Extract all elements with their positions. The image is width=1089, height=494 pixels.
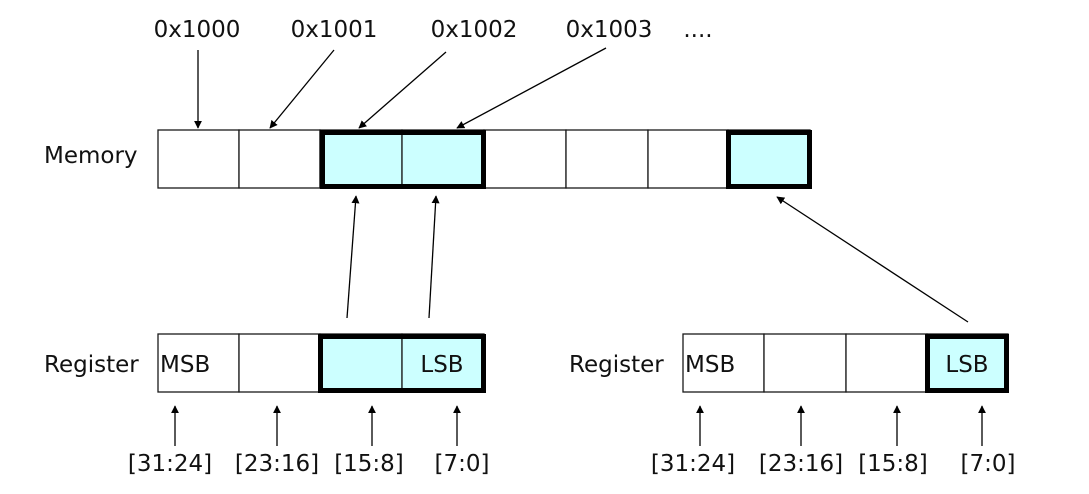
address-arrow-3: [456, 47, 607, 129]
memory-cell-4: [483, 129, 567, 189]
register-1-msb-text: MSB: [160, 352, 210, 378]
register-2-cell-1: [763, 333, 847, 393]
memory-halfword-outline: [320, 130, 486, 189]
memory-byte-outline: [726, 130, 812, 189]
register-2-label: Register: [569, 352, 664, 378]
address-label-3: 0x1003: [566, 17, 653, 43]
address-arrow-1: [269, 49, 335, 129]
reg1-to-memory-arrow-b: [428, 195, 440, 319]
register-1-bit-label-0: [31:24]: [128, 451, 212, 477]
memory-cell-2: [319, 129, 403, 189]
register-2-msb-text: MSB: [685, 352, 735, 378]
address-label-ellipsis: ....: [683, 17, 712, 43]
register-2-bit-label-1: [23:16]: [759, 451, 843, 477]
register-1-halfword-outline: [318, 334, 486, 393]
memory-cell-6: [647, 129, 729, 189]
reg1-to-memory-arrow-a: [346, 195, 360, 319]
register-1-label: Register: [44, 352, 139, 378]
memory-cell-5: [565, 129, 649, 189]
address-label-0: 0x1000: [154, 17, 241, 43]
reg2-to-memory-arrow: [776, 196, 969, 323]
register-2-cell-2: [845, 333, 928, 393]
register-2-bit-label-0: [31:24]: [651, 451, 735, 477]
register-1-bit-label-2: [15:8]: [334, 451, 404, 477]
address-label-1: 0x1001: [291, 17, 378, 43]
register-1-cell-msb: [157, 333, 240, 393]
register-1-bit-label-3: [7:0]: [435, 451, 490, 477]
register-2-lsb-text: LSB: [945, 352, 988, 378]
memory-cell-3: [401, 129, 485, 189]
register-1-lsb-text: LSB: [420, 352, 463, 378]
register-2-bit-label-2: [15:8]: [858, 451, 928, 477]
register-1-bit-label-1: [23:16]: [235, 451, 319, 477]
memory-cell-0: [157, 129, 240, 189]
memory-cell-7: [727, 129, 811, 189]
register-1-cell-1: [238, 333, 321, 393]
register-2-byte-outline: [925, 334, 1009, 393]
register-2-cell-msb: [682, 333, 765, 393]
memory-cell-1: [238, 129, 321, 189]
address-label-2: 0x1002: [431, 17, 518, 43]
register-2-bit-label-3: [7:0]: [961, 451, 1016, 477]
memory-label: Memory: [44, 143, 138, 169]
register-1-cell-2: [319, 333, 403, 393]
address-arrow-2: [358, 51, 447, 129]
register-1-cell-lsb: [401, 333, 485, 393]
